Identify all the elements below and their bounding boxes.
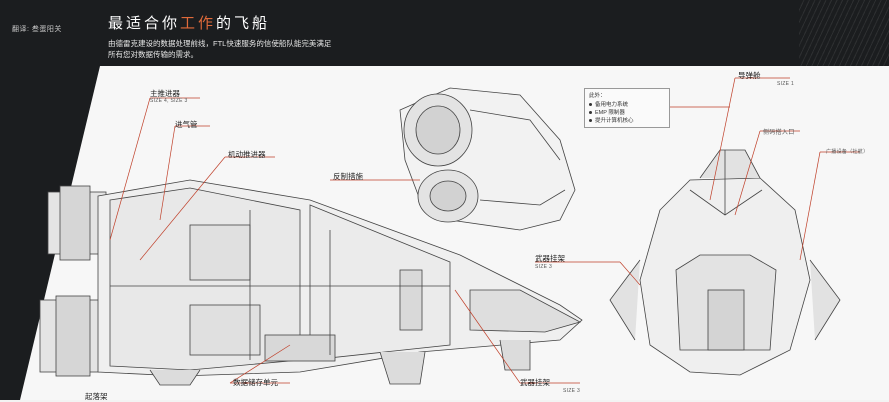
description: 由德雷克建设的数据处理前线，FTL快速服务的信使船队能完美满足 所有您对数据传输… <box>108 38 388 60</box>
note-item: 备用电力系统 <box>589 100 628 108</box>
label-missile-rack: 导弹舱 <box>738 71 761 80</box>
label-main-thruster-size: SIZE 4, SIZE 3 <box>150 98 188 104</box>
bullet-icon <box>589 103 592 107</box>
title-accent: 工作 <box>180 15 217 32</box>
label-broadcast: 广播设备（社航） <box>826 149 869 155</box>
note-heading: 此外： <box>589 93 606 99</box>
note-item: 提升计算机核心 <box>589 116 634 124</box>
callout-lines <box>109 77 860 384</box>
label-data-storage: 数据储存单元 <box>233 378 278 387</box>
note-item: EMP 限制器 <box>589 108 625 116</box>
title-part-1: 最适合你 <box>108 15 181 32</box>
extras-note-box: 此外： 备用电力系统 EMP 限制器 提升计算机核心 <box>584 88 670 128</box>
engine-detail <box>399 87 576 231</box>
label-maneuver-thruster: 机动推进器 <box>228 150 266 159</box>
label-main-thruster: 主推进器 <box>150 89 180 98</box>
description-line-1: 由德雷克建设的数据处理前线，FTL快速服务的信使船队能完美满足 <box>108 39 332 48</box>
description-line-2: 所有您对数据传输的需求。 <box>108 50 198 59</box>
bullet-icon <box>589 111 592 115</box>
title-part-2: 的飞船 <box>216 15 271 32</box>
side-view-ship <box>39 179 583 386</box>
label-landing-gear: 起落架 <box>85 392 108 401</box>
label-missile-rack-size: SIZE 1 <box>777 81 795 87</box>
label-weapon-mount-2: 武器挂架 <box>520 378 550 387</box>
front-view-ship <box>609 149 841 376</box>
label-weapon-mount-1: 武器挂架 <box>535 254 565 263</box>
label-weapon-mount-1-size: SIZE 3 <box>535 264 553 270</box>
bullet-icon <box>589 119 592 123</box>
label-weapon-mount-2-size: SIZE 3 <box>563 388 581 394</box>
label-side-entry: 侧码搭入口 <box>763 130 795 136</box>
header-banner: 翻译: 叁蛋阳关 最适合你工作的飞船 由德雷克建设的数据处理前线，FTL快速服务… <box>0 0 889 66</box>
label-air-intake: 进气管 <box>175 120 198 129</box>
decorative-stripes <box>799 0 889 66</box>
label-countermeasures: 反制措施 <box>333 172 363 181</box>
page-title: 最适合你工作的飞船 <box>108 12 270 33</box>
translator-credit: 翻译: 叁蛋阳关 <box>12 26 62 33</box>
